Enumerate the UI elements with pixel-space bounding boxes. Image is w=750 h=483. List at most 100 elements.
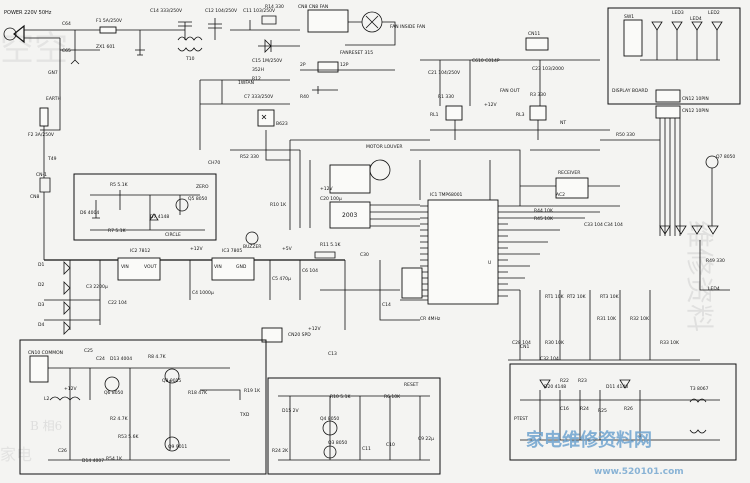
svg-text:R2 4.7K: R2 4.7K bbox=[110, 416, 129, 422]
rl1-label: RL1 bbox=[430, 112, 439, 118]
svg-text:BUZZER: BUZZER bbox=[243, 244, 261, 250]
svg-text:352H: 352H bbox=[252, 67, 264, 73]
svg-text:R23: R23 bbox=[578, 378, 587, 384]
r32-label: R32 10K bbox=[630, 316, 650, 322]
svg-text:C24: C24 bbox=[96, 356, 105, 362]
r53-label: R53 5.6K bbox=[118, 434, 139, 440]
cn11-label: CN11 bbox=[528, 31, 540, 37]
svg-text:C26: C26 bbox=[58, 448, 67, 454]
zx1-label: ZX1 601 bbox=[96, 44, 115, 50]
opto-label: CH70 bbox=[208, 160, 220, 166]
r3-label: R3 330 bbox=[530, 92, 546, 98]
svg-text:+12V: +12V bbox=[64, 386, 77, 392]
r1-label: R1 330 bbox=[438, 94, 454, 100]
d14-label: D14 4007 bbox=[82, 458, 104, 464]
watermark-url: www.520101.com bbox=[594, 467, 684, 477]
c11-label: C11 103/250V bbox=[243, 8, 276, 14]
rt1-label: RT1 10K bbox=[545, 294, 565, 300]
transistor-q4 bbox=[322, 420, 338, 436]
svg-text:TXD: TXD bbox=[239, 412, 250, 418]
svg-text:C25: C25 bbox=[84, 348, 93, 354]
svg-text:R8 4.7K: R8 4.7K bbox=[148, 354, 167, 360]
communication-circuit bbox=[19, 339, 267, 475]
fan-out-label: FAN OUT bbox=[500, 88, 520, 94]
led4-label: LED4 bbox=[708, 286, 720, 292]
zero-cross-circuit bbox=[73, 173, 217, 241]
svg-text:C10: C10 bbox=[386, 442, 395, 448]
cn8-label: CN8 CN8 FAN bbox=[298, 4, 328, 10]
svg-text:R24: R24 bbox=[580, 406, 589, 412]
svg-text:AC2: AC2 bbox=[556, 192, 565, 198]
c28-label: C28 104 bbox=[512, 340, 531, 346]
c610-label: C610 C014P bbox=[472, 58, 500, 64]
ghost-text: 空空 bbox=[0, 29, 68, 69]
rt3-label: RT3 10K bbox=[600, 294, 620, 300]
fuse-f1 bbox=[99, 26, 117, 34]
svg-text:EARTH: EARTH bbox=[46, 96, 61, 102]
svg-text:C14: C14 bbox=[382, 302, 391, 308]
svg-text:C16: C16 bbox=[560, 406, 569, 412]
q9-label: Q9 9011 bbox=[168, 444, 187, 450]
display-board bbox=[607, 7, 741, 105]
svg-text:D4: D4 bbox=[38, 322, 44, 328]
svg-text:R25: R25 bbox=[598, 408, 607, 414]
watermark-text: 家电维修资料网 bbox=[526, 429, 652, 451]
display-label: DISPLAY BOARD bbox=[612, 88, 649, 94]
c14-label: C14 333/250V bbox=[150, 8, 183, 14]
r49-label: R49 330 bbox=[706, 258, 725, 264]
ptc-test-circuit bbox=[509, 363, 737, 461]
svg-text:R40: R40 bbox=[300, 94, 309, 100]
cn10-label: CN10 COMMON bbox=[28, 350, 63, 356]
svg-text:D3: D3 bbox=[38, 302, 44, 308]
d20-label: D20 4148 bbox=[544, 384, 566, 390]
fuse-f2-label: F2 3A/250V bbox=[28, 132, 55, 138]
svg-text:C11: C11 bbox=[362, 446, 371, 452]
ic2-label: IC2 7812 bbox=[130, 248, 150, 254]
r31-label: R31 10K bbox=[597, 316, 617, 322]
c32-label: C32 104 bbox=[540, 356, 559, 362]
r44-label: R44 10K bbox=[534, 208, 554, 214]
r33-label: R33 10K bbox=[660, 340, 680, 346]
receiver-label: RECEIVER bbox=[558, 170, 580, 176]
transformer-coil bbox=[39, 107, 49, 127]
svg-text:1WFAN: 1WFAN bbox=[238, 80, 254, 86]
q3-label: Q3 8050 bbox=[328, 440, 347, 446]
mcu-pins bbox=[420, 205, 508, 297]
svg-text:GND: GND bbox=[236, 264, 247, 270]
t3-label: T3 8067 bbox=[689, 386, 709, 392]
svg-text:R10 5.1K: R10 5.1K bbox=[330, 394, 351, 400]
svg-text:C64: C64 bbox=[62, 21, 71, 27]
svg-text:C30: C30 bbox=[360, 252, 369, 258]
svg-text:VIN: VIN bbox=[121, 264, 129, 270]
ghost-text: 家电 bbox=[0, 445, 32, 464]
reset-ic bbox=[401, 267, 423, 299]
ghost-text-b: B 相6 bbox=[30, 419, 62, 433]
q8-label: Q8 9015 bbox=[162, 378, 181, 384]
c4-label: C4 1000µ bbox=[192, 290, 214, 296]
svg-text:D2: D2 bbox=[38, 282, 44, 288]
c23-label: C23 103/2000 bbox=[532, 66, 564, 72]
r19-label: R19 1K bbox=[244, 388, 261, 394]
svg-text:+5V: +5V bbox=[282, 246, 293, 252]
svg-text:R22: R22 bbox=[560, 378, 569, 384]
rt2-label: RT2 10K bbox=[567, 294, 587, 300]
q6-label: Q6 8050 bbox=[104, 390, 123, 396]
svg-text:+12V: +12V bbox=[320, 186, 333, 192]
svg-text:GN7: GN7 bbox=[48, 70, 58, 76]
svg-text:+12V: +12V bbox=[190, 246, 203, 252]
c6-label: C6 104 bbox=[302, 268, 318, 274]
driver-ic-2003 bbox=[329, 201, 371, 229]
d7-label: D7 4148 bbox=[150, 214, 169, 220]
svg-text:CN8: CN8 bbox=[30, 194, 40, 200]
transistor-q6 bbox=[104, 376, 120, 392]
louver-motor bbox=[369, 159, 391, 181]
svg-text:R7 5.1K: R7 5.1K bbox=[108, 228, 127, 234]
connector-cn8 bbox=[307, 9, 349, 33]
connector-cn10 bbox=[29, 355, 49, 383]
svg-text:LED2: LED2 bbox=[708, 10, 720, 16]
reset-circuit bbox=[267, 377, 441, 475]
power-plug: POWER 220V 50Hz bbox=[3, 10, 52, 44]
ic3-label: IC3 7805 bbox=[222, 248, 242, 254]
